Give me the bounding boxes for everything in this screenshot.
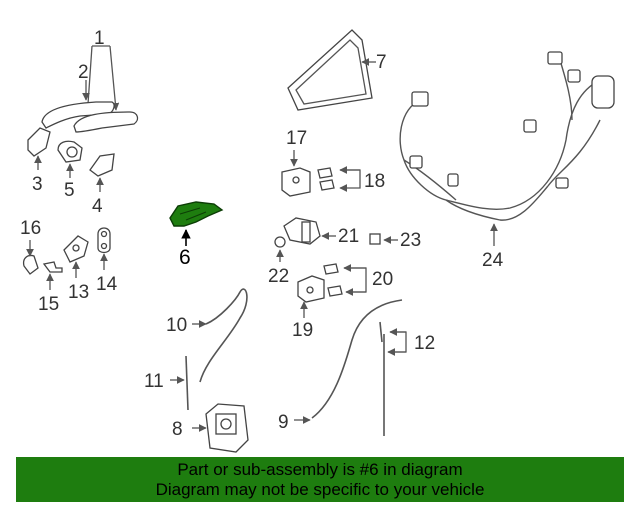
part-3[interactable]: 3	[27, 127, 51, 195]
svg-text:22: 22	[268, 266, 289, 287]
parts-diagram: 1 2 3 5 4 6 16 15	[20, 28, 615, 453]
svg-text:21: 21	[338, 226, 359, 247]
svg-text:7: 7	[376, 52, 387, 73]
part-14[interactable]: 14	[96, 227, 118, 295]
part-24-harness[interactable]: 24	[399, 51, 615, 271]
part-4[interactable]: 4	[89, 153, 115, 217]
part-13[interactable]: 13	[63, 235, 89, 303]
svg-text:15: 15	[38, 294, 59, 315]
part-11[interactable]: 11	[144, 355, 189, 411]
part-7[interactable]: 7	[287, 29, 387, 111]
svg-text:19: 19	[292, 320, 313, 341]
part-12[interactable]: 12	[379, 321, 435, 436]
svg-text:23: 23	[400, 230, 421, 251]
svg-text:4: 4	[92, 196, 103, 217]
svg-text:18: 18	[364, 171, 385, 192]
banner-line-1: Part or sub-assembly is #6 in diagram	[177, 460, 463, 479]
part-15[interactable]: 15	[38, 261, 63, 315]
info-banner: Part or sub-assembly is #6 in diagram Di…	[16, 457, 624, 502]
part-19[interactable]: 19	[292, 275, 325, 341]
svg-text:11: 11	[144, 371, 164, 392]
svg-text:3: 3	[32, 174, 43, 195]
part-16[interactable]: 16	[20, 218, 41, 275]
callout-2[interactable]: 2	[78, 62, 90, 101]
svg-text:16: 16	[20, 218, 41, 239]
part-9[interactable]: 9	[278, 299, 403, 433]
banner-line-2: Diagram may not be specific to your vehi…	[155, 480, 485, 499]
part-8[interactable]: 8	[172, 403, 249, 453]
svg-text:2: 2	[78, 62, 89, 83]
svg-text:9: 9	[278, 412, 289, 433]
svg-text:6: 6	[179, 246, 191, 269]
svg-text:1: 1	[94, 28, 105, 49]
part-10[interactable]: 10	[166, 288, 248, 383]
callout-1[interactable]: 1	[87, 28, 116, 110]
svg-text:24: 24	[482, 250, 504, 271]
part-handle-outer[interactable]	[41, 101, 139, 133]
part-5[interactable]: 5	[57, 140, 83, 201]
part-17[interactable]: 17	[281, 128, 311, 197]
svg-text:14: 14	[96, 274, 118, 295]
svg-text:17: 17	[286, 128, 307, 149]
part-22[interactable]: 22	[268, 236, 289, 287]
svg-text:8: 8	[172, 419, 183, 440]
svg-text:13: 13	[68, 282, 89, 303]
part-6-highlighted[interactable]: 6	[169, 201, 224, 269]
svg-text:12: 12	[414, 333, 435, 354]
svg-text:20: 20	[372, 269, 393, 290]
part-23[interactable]: 23	[369, 230, 421, 251]
svg-text:10: 10	[166, 315, 187, 336]
part-20[interactable]: 20	[323, 263, 393, 297]
part-21[interactable]: 21	[283, 217, 359, 247]
part-18[interactable]: 18	[317, 166, 385, 192]
svg-text:5: 5	[64, 180, 75, 201]
